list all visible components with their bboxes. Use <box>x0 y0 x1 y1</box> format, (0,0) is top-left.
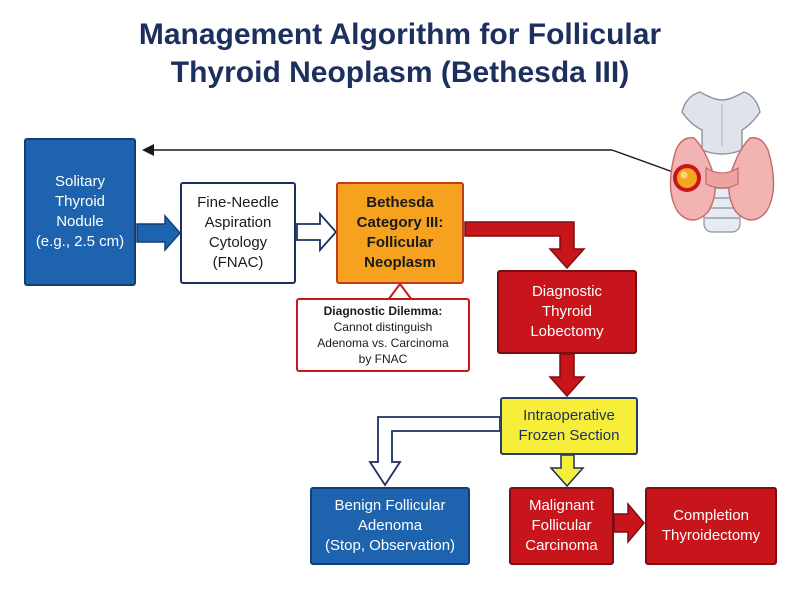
node-text: (e.g., 2.5 cm) <box>35 233 125 250</box>
node-text: Fine-Needle <box>197 194 279 211</box>
node-text: Frozen Section <box>518 427 620 444</box>
arrow-malignant-to-completion <box>613 501 645 545</box>
node-text: Malignant <box>528 497 595 514</box>
bethesda-category-node: Bethesda Category III: Follicular Neopla… <box>336 182 464 284</box>
node-text: Completion <box>673 507 749 524</box>
node-text: Thyroid <box>541 303 593 320</box>
node-text: Diagnostic <box>531 283 603 300</box>
node-text: Neoplasm <box>364 254 436 271</box>
callout-heading: Diagnostic Dilemma: <box>323 304 443 318</box>
node-text: Adenoma <box>357 517 423 534</box>
leader-arrowhead <box>142 144 154 156</box>
node-text: Carcinoma <box>525 537 598 554</box>
diagnostic-dilemma-callout: Diagnostic Dilemma: Cannot distinguish A… <box>296 298 470 372</box>
node-text: Benign Follicular <box>334 497 446 514</box>
completion-thyroidectomy-node: Completion Thyroidectomy <box>645 487 777 565</box>
benign-adenoma-node: Benign Follicular Adenoma (Stop, Observa… <box>310 487 470 565</box>
node-text: Nodule <box>56 213 104 230</box>
callout-text: by FNAC <box>358 352 408 366</box>
node-text: Thyroid <box>54 193 106 210</box>
frozen-section-node: Intraoperative Frozen Section <box>500 397 638 455</box>
lobectomy-node: Diagnostic Thyroid Lobectomy <box>497 270 637 354</box>
fnac-node: Fine-Needle Aspiration Cytology (FNAC) <box>180 182 296 284</box>
callout-text: Adenoma vs. Carcinoma <box>317 336 449 350</box>
node-text: Aspiration <box>204 214 272 231</box>
node-text: Follicular <box>366 234 434 251</box>
malignant-carcinoma-node: Malignant Follicular Carcinoma <box>509 487 614 565</box>
node-text: Cytology <box>208 234 268 251</box>
node-text: Solitary <box>54 173 106 190</box>
node-text: (FNAC) <box>212 254 264 271</box>
arrow-bethesda-to-lobectomy <box>464 221 586 270</box>
arrow-lobectomy-to-frozen <box>548 353 586 398</box>
node-text: Lobectomy <box>530 323 604 340</box>
arrow-fnac-to-bethesda <box>296 211 338 253</box>
node-text: Intraoperative <box>523 407 615 424</box>
thyroid-gland-icon <box>669 91 775 233</box>
arrow-frozen-to-malignant <box>549 454 585 488</box>
title-line-1: Management Algorithm for Follicular <box>138 18 662 51</box>
callout-text: Cannot distinguish <box>333 320 433 334</box>
node-text: Thyroidectomy <box>661 527 761 544</box>
title-line-2: Thyroid Neoplasm (Bethesda III) <box>170 56 630 89</box>
node-text: Category III: <box>356 214 444 231</box>
solitary-nodule-node: Solitary Thyroid Nodule (e.g., 2.5 cm) <box>24 138 136 286</box>
node-text: Follicular <box>531 517 592 534</box>
node-text: (Stop, Observation) <box>324 537 456 554</box>
node-text: Bethesda <box>366 194 434 211</box>
arrow-nodule-to-fnac <box>136 214 182 252</box>
diagram-title: Management Algorithm for Follicular Thyr… <box>0 16 800 92</box>
arrow-frozen-to-benign <box>368 416 501 487</box>
